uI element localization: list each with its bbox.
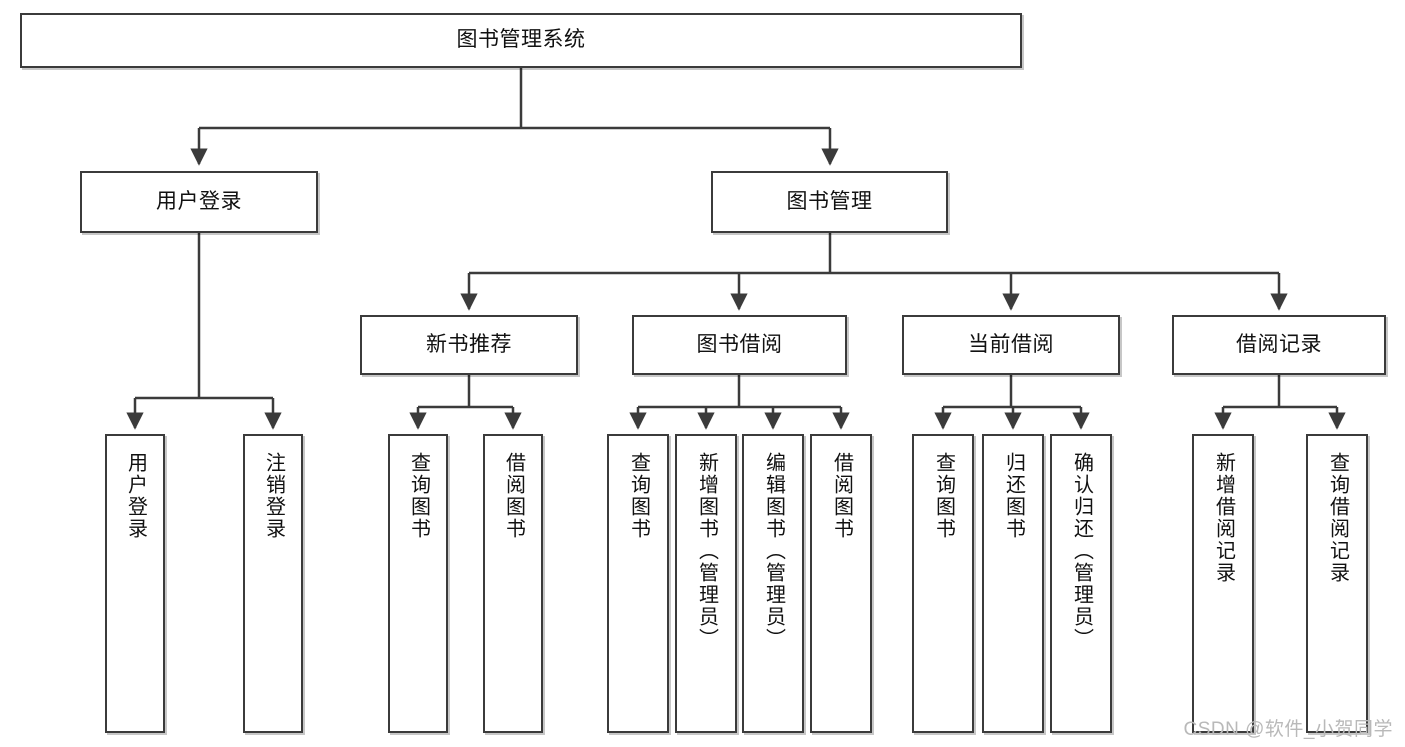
node-leaf-borrow-book-1-label: 借阅图书 (502, 452, 525, 540)
node-leaf-add-book-label: 新增图书（管理员） (695, 452, 718, 650)
node-leaf-add-book[interactable]: 新增图书（管理员） (675, 434, 737, 733)
node-user-login[interactable]: 用户登录 (80, 171, 318, 233)
node-current-borrow-label: 当前借阅 (968, 332, 1054, 356)
node-leaf-add-record-label: 新增借阅记录 (1212, 452, 1235, 584)
node-leaf-query-book-3-label: 查询图书 (932, 452, 955, 540)
node-leaf-user-logout-label: 注销登录 (262, 452, 285, 540)
node-leaf-edit-book[interactable]: 编辑图书（管理员） (742, 434, 804, 733)
node-leaf-borrow-book-1[interactable]: 借阅图书 (483, 434, 543, 733)
node-borrow-record-label: 借阅记录 (1236, 332, 1322, 356)
node-current-borrow[interactable]: 当前借阅 (902, 315, 1120, 375)
node-leaf-query-book-1-label: 查询图书 (407, 452, 430, 540)
node-leaf-confirm-return-label: 确认归还（管理员） (1070, 452, 1093, 650)
node-leaf-return-book[interactable]: 归还图书 (982, 434, 1044, 733)
node-leaf-query-record[interactable]: 查询借阅记录 (1306, 434, 1368, 733)
node-book-manage-label: 图书管理 (786, 189, 873, 213)
node-leaf-query-book-3[interactable]: 查询图书 (912, 434, 974, 733)
node-leaf-edit-book-label: 编辑图书（管理员） (762, 452, 785, 650)
node-leaf-query-record-label: 查询借阅记录 (1326, 452, 1349, 584)
node-new-book-recommend-label: 新书推荐 (426, 332, 512, 356)
node-leaf-return-book-label: 归还图书 (1002, 452, 1025, 540)
node-leaf-query-book-2[interactable]: 查询图书 (607, 434, 669, 733)
node-leaf-user-login-label: 用户登录 (124, 452, 147, 540)
csdn-watermark: CSDN @软件_小贺同学 (1183, 719, 1393, 740)
node-leaf-query-book-2-label: 查询图书 (627, 452, 650, 540)
node-user-login-label: 用户登录 (156, 189, 242, 213)
node-book-borrow[interactable]: 图书借阅 (632, 315, 847, 375)
node-leaf-query-book-1[interactable]: 查询图书 (388, 434, 448, 733)
node-book-manage[interactable]: 图书管理 (711, 171, 948, 233)
node-leaf-user-logout[interactable]: 注销登录 (243, 434, 303, 733)
node-new-book-recommend[interactable]: 新书推荐 (360, 315, 578, 375)
node-root[interactable]: 图书管理系统 (20, 13, 1022, 68)
node-leaf-borrow-book-2[interactable]: 借阅图书 (810, 434, 872, 733)
node-leaf-user-login[interactable]: 用户登录 (105, 434, 165, 733)
node-leaf-add-record[interactable]: 新增借阅记录 (1192, 434, 1254, 733)
node-leaf-confirm-return[interactable]: 确认归还（管理员） (1050, 434, 1112, 733)
node-root-label: 图书管理系统 (456, 28, 586, 52)
node-leaf-borrow-book-2-label: 借阅图书 (830, 452, 853, 540)
node-borrow-record[interactable]: 借阅记录 (1172, 315, 1386, 375)
node-book-borrow-label: 图书借阅 (696, 332, 783, 356)
